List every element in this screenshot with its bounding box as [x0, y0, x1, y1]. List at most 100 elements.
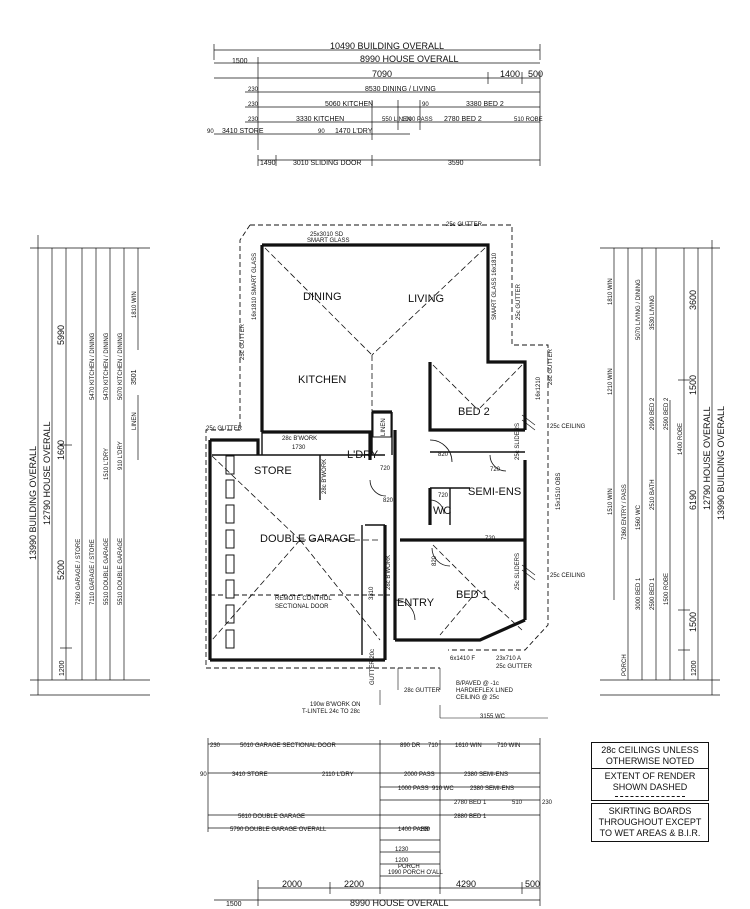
- bottom-710-a: 710: [428, 743, 439, 749]
- note-d720-b: 720: [490, 467, 501, 473]
- bottom-semi-ens: 2380 SEMI-ENS: [464, 772, 508, 778]
- bottom-small-d: 510: [512, 800, 523, 806]
- room-bed2: BED 2: [458, 406, 490, 418]
- bottom-dimension-chain: [207, 738, 541, 906]
- bottom-left-offset: 1500: [226, 901, 242, 908]
- note-gutter-right: 25c GUTTER: [516, 283, 522, 320]
- right-label-14: 2590 BED 1: [650, 577, 656, 610]
- note-tlintel-2: T-LINTEL 24c TO 28c: [302, 709, 360, 715]
- bottom-semi-2380: 2380 SEMI-ENS: [470, 786, 514, 792]
- room-living: LIVING: [408, 293, 444, 305]
- note-d820-b: 820: [383, 498, 394, 504]
- note-slide-door: 25x3010 SD: [310, 232, 344, 238]
- note-bwork-1730: 1730: [292, 445, 306, 451]
- right-1500-a: 1500: [688, 375, 698, 395]
- top-dim-7090: 7090: [372, 69, 392, 79]
- room-ldry: L'DRY: [347, 449, 379, 461]
- left-5200: 5200: [56, 560, 66, 580]
- top-store-3410: 3410 STORE: [222, 128, 264, 135]
- room-store: STORE: [254, 465, 292, 477]
- top-small-b: 90: [207, 129, 214, 135]
- bottom-porch-oall: 1990 PORCH O'ALL: [388, 870, 444, 876]
- top-pass-1000: 1000 PASS: [402, 117, 433, 123]
- bottom-small-a: 90: [200, 772, 207, 778]
- linen-cupboard: [372, 412, 392, 438]
- bottom-pass-1400: 1400 PASS: [398, 827, 429, 833]
- top-linen-550: 550 LINEN: [382, 117, 411, 123]
- legend-skirting: SKIRTING BOARDS THROUGHOUT EXCEPT TO WET…: [591, 803, 709, 842]
- note-d720-d: 720: [485, 536, 496, 542]
- bottom-porch-1230: 1230: [395, 847, 409, 853]
- note-porch-1: B/PAVED @ -1c: [456, 681, 499, 687]
- left-dimension-chain: [30, 235, 150, 696]
- legend-skirting-text: SKIRTING BOARDS THROUGHOUT EXCEPT TO WET…: [598, 806, 702, 838]
- room-double-garage: DOUBLE GARAGE: [260, 533, 355, 545]
- top-dimension-chain: [213, 44, 541, 166]
- left-label-8: 7260 GARAGE / STORE: [76, 539, 82, 605]
- top-kitchen-5060: 5060 KITCHEN: [325, 101, 373, 108]
- top-1490: 1490: [260, 160, 276, 167]
- top-building-overall: 10490 BUILDING OVERALL: [330, 41, 444, 51]
- roof-hip-lines: [211, 247, 523, 641]
- legend-render: EXTENT OF RENDER SHOWN DASHED: [591, 768, 709, 801]
- note-ceiling-b: 25c CEILING: [550, 573, 586, 579]
- porch-leaders: [379, 668, 548, 719]
- note-side-smart-r: SMART GLASS 16x1810: [492, 252, 498, 320]
- top-dim-500: 500: [528, 69, 543, 79]
- note-gutter-store: 25c GUTTER: [206, 426, 243, 432]
- window-hatch: [521, 414, 536, 581]
- bottom-win-710: 710 WIN: [497, 743, 520, 749]
- garage-piers: [225, 455, 235, 649]
- legend-ceilings-text: 28c CEILINGS UNLESS OTHERWISE NOTED: [601, 745, 699, 766]
- right-dimension-chain: [600, 240, 720, 696]
- note-bwork-garage: 28c B'WORK: [322, 459, 328, 494]
- note-sc-1510: 15x1510 OBS: [556, 473, 562, 510]
- right-label-9: 7360 ENTRY / PASS: [622, 484, 628, 540]
- bottom-garage-overall: 5790 DOUBLE GARAGE OVERALL: [230, 827, 327, 833]
- left-label-9: 7110 GARAGE / STORE: [90, 539, 96, 605]
- legend-ceilings: 28c CEILINGS UNLESS OTHERWISE NOTED: [591, 742, 709, 770]
- bottom-porch: PORCH: [398, 864, 420, 870]
- note-garage-gutter: GUTTER 20c: [370, 649, 376, 685]
- note-porch-3: CEILING @ 25c: [456, 695, 499, 701]
- right-label-7: 1400 ROBE: [678, 423, 684, 455]
- room-linen: LINEN: [381, 418, 387, 436]
- note-d720-a: 720: [380, 466, 391, 472]
- note-d720-c: 720: [438, 493, 449, 499]
- top-small-a: 230: [248, 87, 259, 93]
- top-small-e: 230: [248, 117, 259, 123]
- left-label-3: 5070 KITCHEN / DINING: [118, 332, 124, 400]
- left-house-overall: 12790 HOUSE OVERALL: [42, 421, 52, 525]
- room-dining: DINING: [303, 291, 342, 303]
- bottom-bed1-b: 2880 BED 1: [454, 814, 487, 820]
- note-sliders-b: 25c SLIDERS: [515, 553, 521, 590]
- walls: [208, 243, 527, 662]
- render-extent-dashed: [205, 224, 549, 669]
- right-label-2: 5070 LIVING / DINING: [636, 279, 642, 340]
- legend-render-text: EXTENT OF RENDER SHOWN DASHED: [604, 771, 696, 792]
- room-bed1: BED 1: [456, 589, 488, 601]
- note-gutter-bottom: 28c GUTTER: [404, 688, 441, 694]
- right-6190: 6190: [688, 490, 698, 510]
- top-dim-1400: 1400: [500, 69, 520, 79]
- left-label-1: 5470 KITCHEN / DINING: [90, 332, 96, 400]
- note-bwork-28: 28c B'WORK: [282, 436, 317, 442]
- note-bwork-side: 28c B'WORK: [386, 555, 392, 590]
- bottom-small-b: 230: [210, 743, 221, 749]
- note-side-3310: 3310: [369, 586, 375, 600]
- right-1500-b: 1500: [688, 612, 698, 632]
- room-entry: ENTRY: [397, 597, 435, 609]
- bottom-double-garage: 5610 DOUBLE GARAGE: [238, 814, 305, 820]
- bottom-porch-1200: 1200: [395, 858, 409, 864]
- top-dining-living: 8530 DINING / LIVING: [365, 86, 436, 93]
- left-1600: 1600: [56, 440, 66, 460]
- top-robe-510: 510 ROBE: [514, 117, 543, 123]
- right-label-12: 1500 ROBE: [664, 573, 670, 605]
- note-sc-1210: 16x1210: [536, 376, 542, 400]
- bottom-store: 3410 STORE: [232, 772, 268, 778]
- top-3590: 3590: [448, 160, 464, 167]
- right-label-15: PORCH: [622, 654, 628, 676]
- note-gutter-top: 25c GUTTER: [446, 222, 483, 228]
- bottom-2000: 2000: [282, 879, 302, 889]
